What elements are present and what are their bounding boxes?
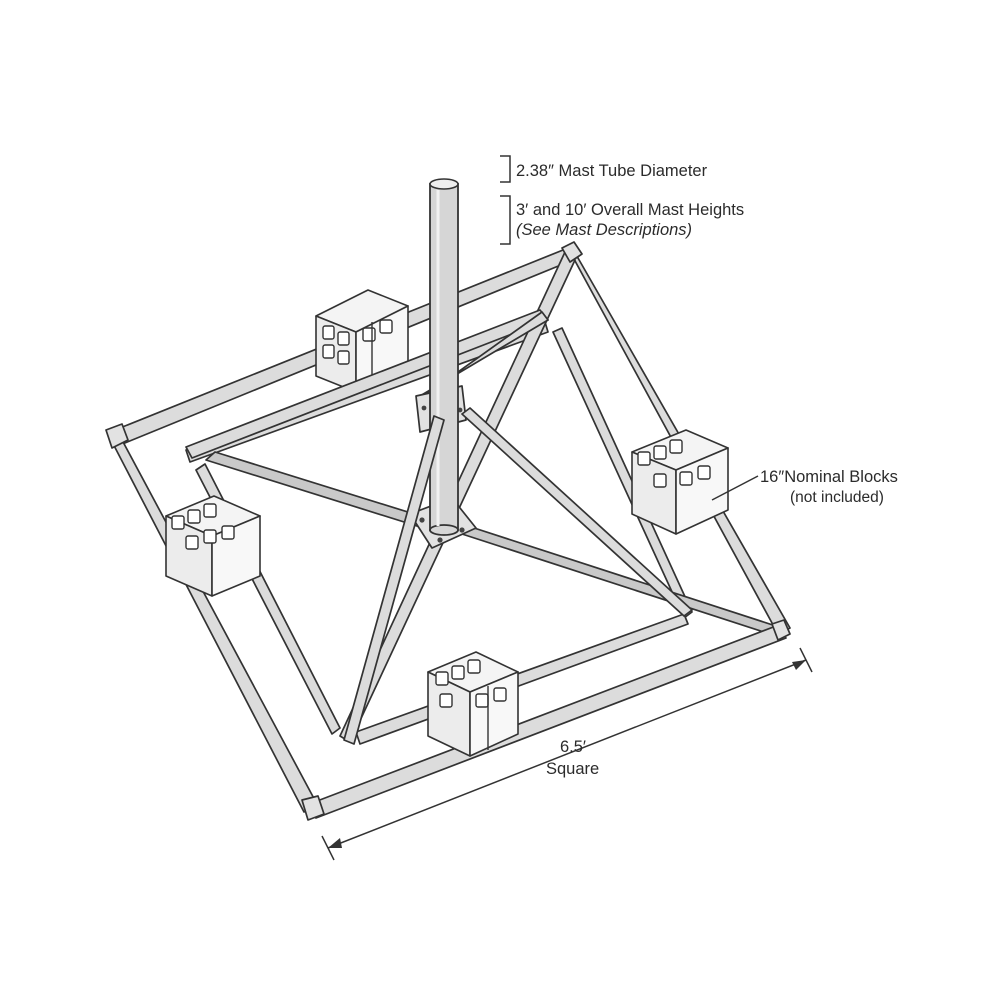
mast-tube-top — [429, 178, 459, 190]
block-back-hole — [379, 319, 393, 334]
block-left-hole — [203, 503, 217, 518]
block-right-hole — [653, 445, 667, 460]
bolt — [459, 527, 465, 533]
concrete-block-back — [315, 289, 409, 393]
bolt — [437, 537, 443, 543]
inner-channel-right — [552, 327, 693, 619]
block-front-hole — [467, 659, 481, 674]
block-right-side — [675, 447, 729, 535]
mast-tube-bottom — [429, 524, 459, 536]
label-mast-diameter: 2.38″ Mast Tube Diameter — [516, 162, 708, 180]
dimension-arrow — [328, 838, 342, 848]
mast-tube-body — [429, 183, 459, 531]
block-right-hole — [697, 465, 711, 480]
block-back-hole — [322, 325, 335, 340]
concrete-block-right — [631, 429, 729, 535]
callout-mast-heights: 3′ and 10′ Overall Mast Heights (See Mas… — [500, 195, 744, 245]
bolt — [419, 517, 425, 523]
block-left-hole — [203, 529, 217, 544]
block-left-hole — [185, 535, 199, 550]
block-left-hole — [187, 509, 201, 524]
block-front-hole — [439, 693, 453, 708]
block-back-hole — [337, 331, 350, 346]
bracket-mast-diameter — [500, 155, 511, 183]
block-front-hole — [435, 671, 449, 686]
corner-cap-left — [105, 423, 129, 449]
label-size-value: 6.5′ — [560, 738, 586, 756]
label-blocks: 16″Nominal Blocks — [760, 468, 898, 486]
mast-tube — [429, 178, 459, 536]
bolt — [421, 405, 427, 411]
block-right-hole — [679, 471, 693, 486]
block-left-hole — [171, 515, 185, 530]
callout-mast-diameter: 2.38″ Mast Tube Diameter — [500, 155, 708, 183]
block-right-hole — [637, 451, 651, 466]
label-blocks-note: (not included) — [790, 489, 884, 506]
block-left-hole — [221, 525, 235, 540]
block-back-hole — [322, 344, 335, 359]
brace-hub-to-front — [343, 415, 445, 745]
block-front-hole — [475, 693, 489, 708]
corner-cap-bottom — [301, 795, 325, 821]
concrete-block-left — [165, 495, 261, 597]
bracket-mast-heights — [500, 195, 511, 245]
corner-cap-top — [561, 241, 583, 263]
block-back-hole — [362, 327, 376, 342]
block-right-hole — [653, 473, 667, 488]
callout-blocks: 16″Nominal Blocks (not included) — [711, 468, 898, 506]
label-mast-heights: 3′ and 10′ Overall Mast Heights — [516, 201, 744, 219]
label-size-unit: Square — [546, 760, 599, 778]
block-right-hole — [669, 439, 683, 454]
corner-cap-right — [771, 619, 791, 641]
brace-hub-to-right-front — [461, 407, 693, 617]
dimension-line — [327, 659, 807, 849]
label-mast-heights-note: (See Mast Descriptions) — [516, 221, 692, 239]
block-front-hole — [493, 687, 507, 702]
block-front-hole — [451, 665, 465, 680]
dimension-arrow — [792, 660, 806, 670]
corner-caps — [105, 241, 791, 821]
block-back-hole — [337, 350, 350, 365]
concrete-block-front — [427, 651, 519, 757]
dimension-size: 6.5′ Square — [321, 647, 813, 861]
leader-blocks — [711, 475, 759, 501]
